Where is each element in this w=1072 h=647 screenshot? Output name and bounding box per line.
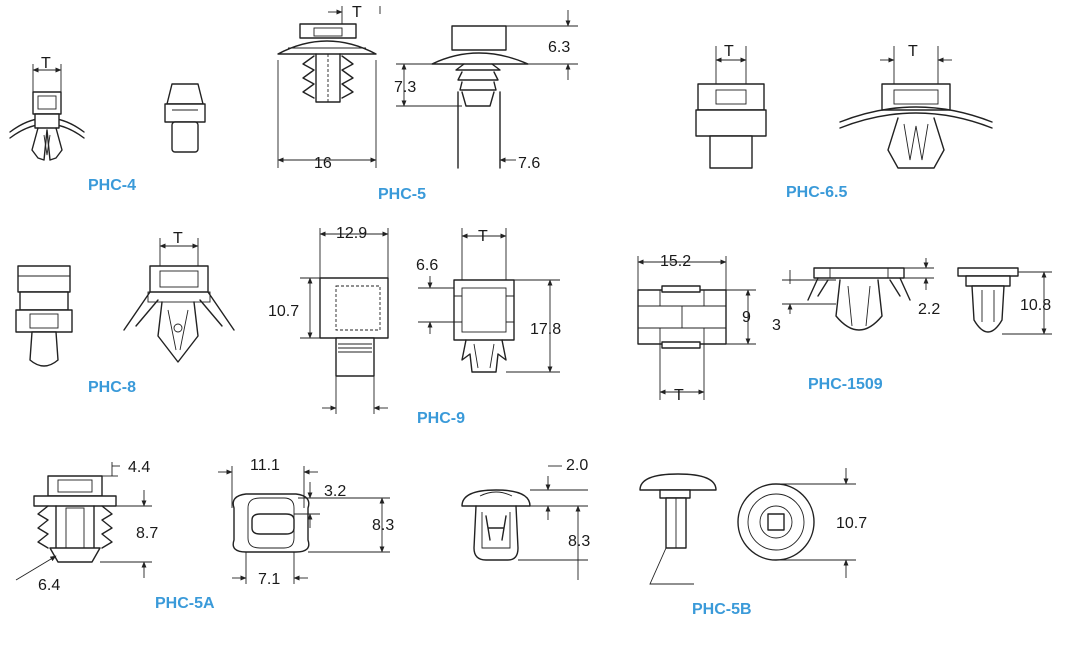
phc8-label: PHC-8 [88, 379, 136, 396]
phc1509-label: PHC-1509 [808, 376, 883, 393]
phc8-front-view [15, 265, 73, 367]
phc9-group: 12.9 10.7 T 6.6 [268, 225, 561, 427]
phc1509-front-view: 15.2 9 T [637, 253, 756, 404]
phc65-dim-t-side: T [908, 43, 918, 60]
phc9-dim-t: T [478, 228, 488, 245]
phc5-dim-t: T [352, 4, 362, 21]
phc65-dim-t-front: T [724, 43, 734, 60]
phc1509-dim-10-8: 10.8 [1020, 297, 1051, 314]
phc65-label: PHC-6.5 [786, 184, 847, 201]
phc5a-dim-4-4: 4.4 [128, 459, 150, 476]
phc5-dim-7-6: 7.6 [518, 155, 540, 172]
phc5a-label: PHC-5A [155, 595, 215, 612]
phc9-dim-6-6: 6.6 [416, 257, 438, 274]
phc5b-top-view: 10.7 [737, 468, 867, 578]
phc5a-dim-8-7: 8.7 [136, 525, 158, 542]
phc5a-dim-11-1: 11.1 [250, 457, 280, 474]
phc1509-end-view: 10.8 [957, 267, 1052, 335]
phc5b-dim-2-0: 2.0 [566, 457, 588, 474]
phc9-front-view: 12.9 10.7 [268, 225, 389, 414]
phc4-front-view [164, 83, 206, 153]
phc5a-dim-8-3: 8.3 [372, 517, 394, 534]
phc9-dim-12-9: 12.9 [336, 225, 367, 242]
phc5a-dim-7-1: 7.1 [258, 571, 280, 588]
phc5-label: PHC-5 [378, 186, 426, 203]
phc5-dim-7-3: 7.3 [394, 79, 416, 96]
phc5b-group: 2.0 8.3 10.7 PHC-5B [461, 457, 867, 618]
phc8-dim-t: T [173, 230, 183, 247]
phc1509-group: 15.2 9 T 3 2.2 [637, 253, 1052, 404]
phc1509-dim-3: 3 [772, 317, 781, 334]
phc4-label: PHC-4 [88, 177, 136, 194]
phc4-dim-t: T [41, 55, 51, 72]
phc5-group: T 16 6.3 7.3 7.6 PHC-5 [277, 4, 578, 203]
phc5-width-dimension: 16 [277, 60, 377, 172]
phc1509-dim-t: T [674, 387, 684, 404]
phc1509-dim-15-2: 15.2 [660, 253, 691, 270]
phc5a-dim-6-4: 6.4 [38, 577, 60, 594]
phc65-side-view: T [839, 43, 993, 169]
phc5a-side-view: 4.4 8.7 6.4 [15, 459, 158, 594]
phc1509-dim-9: 9 [742, 309, 751, 326]
phc5-dim-6-3: 6.3 [548, 39, 570, 56]
phc8-side-view: T [123, 230, 235, 363]
phc9-dim-17-8: 17.8 [530, 321, 561, 338]
phc5-dim-16: 16 [314, 155, 332, 172]
phc5b-dim-8-3: 8.3 [568, 533, 590, 550]
phc9-side-view: T 6.6 17.8 [416, 228, 561, 373]
phc5a-dim-3-2: 3.2 [324, 483, 346, 500]
phc5-height-dimensions: 6.3 7.3 7.6 [394, 10, 578, 172]
phc65-group: T T PHC-6.5 [695, 43, 993, 201]
phc4-side-view [9, 91, 85, 161]
phc4-group: T PHC-4 [9, 55, 206, 194]
phc5b-pin-view [639, 473, 717, 585]
phc5b-side-view: 2.0 8.3 [461, 457, 590, 580]
phc5b-label: PHC-5B [692, 601, 752, 618]
phc4-t-dimension: T [32, 55, 62, 92]
phc9-label: PHC-9 [417, 410, 465, 427]
phc9-dim-10-7: 10.7 [268, 303, 299, 320]
phc5-t-dimension: T [328, 4, 381, 24]
phc5a-group: 4.4 8.7 6.4 11.1 3.2 8.3 [15, 457, 394, 612]
phc5-front-view [431, 25, 529, 169]
phc65-front-view: T [695, 43, 767, 169]
phc5-side-view [277, 23, 377, 103]
phc1509-dim-2-2: 2.2 [918, 301, 940, 318]
phc8-group: T PHC-8 [15, 230, 235, 396]
phc5b-dim-10-7: 10.7 [836, 515, 867, 532]
phc1509-side-view: 3 2.2 [772, 258, 940, 334]
phc5a-top-view: 11.1 3.2 8.3 7.1 [218, 457, 394, 588]
